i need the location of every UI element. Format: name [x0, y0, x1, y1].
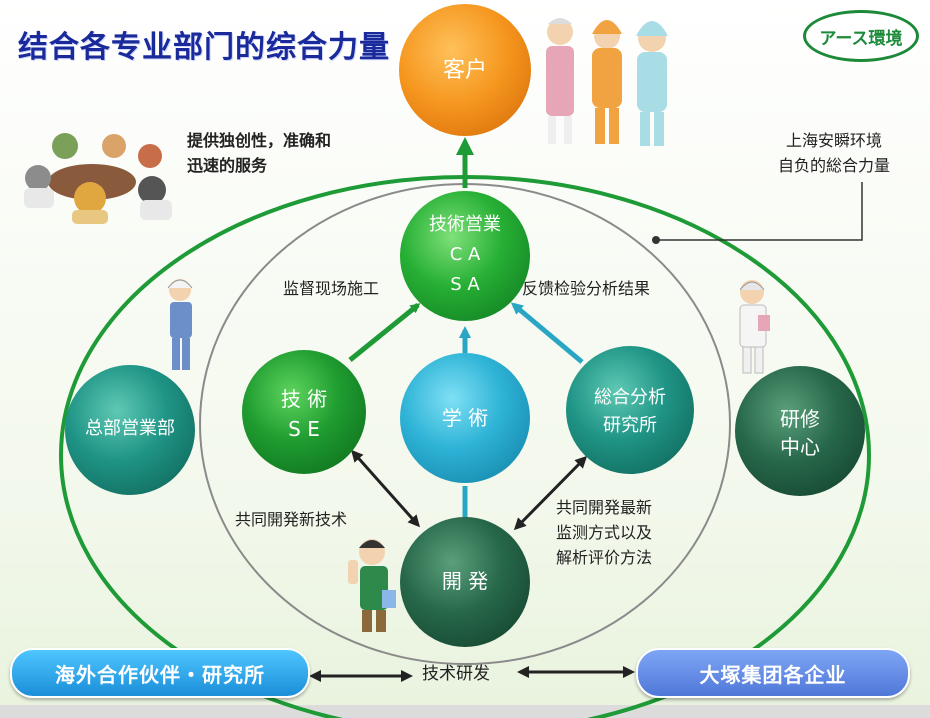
feedback-label: 反馈检验分析结果	[522, 279, 651, 298]
joint-dev-label: 共同開発新技术	[235, 510, 348, 529]
rd-label: 技术研发	[422, 664, 490, 684]
hq-sales-circle	[65, 365, 195, 495]
joint-dev2-line2: 监测方式以及	[556, 523, 653, 542]
worker-figure	[167, 279, 193, 370]
developer-figure	[348, 539, 396, 632]
arrow-analysis-dev	[513, 455, 588, 531]
tech-se-line1: 技 術	[280, 387, 328, 411]
lab-worker-figure	[739, 280, 770, 374]
tech-se-label: 技 術 S E	[244, 384, 364, 444]
page-title: 结合各专业部门的综合力量	[18, 30, 390, 65]
sales-label: 技術営業 C A S A	[405, 210, 525, 300]
tech-se-circle	[242, 350, 366, 474]
sales-label-line2: C A	[449, 244, 481, 265]
overall-note-line2: 自负的総合力量	[778, 156, 891, 175]
tech-se-line2: S E	[288, 417, 320, 441]
sales-label-line1: 技術営業	[429, 214, 501, 235]
arrow-analysis-to-sales	[510, 302, 584, 364]
customer-figures	[546, 18, 668, 146]
joint-dev2-line3: 解析评价方法	[556, 548, 653, 567]
analysis-line2: 研究所	[603, 415, 657, 436]
otsuka-group-label: 大塚集团各企业	[699, 662, 847, 687]
joint-dev2-label: 共同開発最新 监测方式以及 解析评价方法	[556, 495, 652, 570]
bottom-strip	[0, 705, 930, 718]
customer-label: 客户	[442, 58, 487, 83]
service-note-line1: 提供独创性，准确和	[187, 131, 332, 150]
training-label: 研修 中心	[740, 405, 860, 461]
academic-circle	[400, 353, 530, 483]
training-line2: 中心	[780, 435, 820, 459]
hq-sales-label: 总部営業部	[85, 418, 175, 439]
training-circle	[735, 366, 865, 496]
analysis-line1: 総合分析	[594, 387, 666, 408]
analysis-label: 総合分析 研究所	[570, 384, 690, 440]
service-note-line2: 迅速的服务	[187, 156, 268, 175]
meeting-illustration	[24, 133, 172, 224]
overall-note: 上海安瞬环境 自负的総合力量	[778, 128, 890, 178]
arrow-tech-to-sales	[348, 303, 421, 362]
joint-dev2-line1: 共同開発最新	[556, 498, 653, 517]
analysis-circle	[566, 346, 694, 474]
arrow-tech-dev	[351, 449, 420, 528]
academic-label: 学 術	[441, 406, 489, 430]
service-note: 提供独创性，准确和 迅速的服务	[187, 128, 331, 178]
callout-line	[656, 182, 863, 241]
callout-dot	[652, 236, 660, 244]
customer-circle	[399, 4, 531, 136]
development-circle	[400, 517, 530, 647]
overseas-partners-label: 海外合作伙伴・研究所	[55, 662, 265, 687]
logo-text: アース環境	[819, 28, 903, 49]
supervise-label: 监督现场施工	[283, 279, 380, 298]
sales-circle	[400, 191, 530, 321]
overall-note-line1: 上海安瞬环境	[786, 131, 883, 150]
overseas-partners-pill: 海外合作伙伴・研究所	[10, 648, 310, 698]
company-logo: アース環境	[803, 10, 919, 62]
development-label: 開 発	[441, 569, 489, 593]
sales-label-line3: S A	[450, 274, 480, 295]
training-line1: 研修	[780, 407, 820, 431]
otsuka-group-pill: 大塚集团各企业	[636, 648, 910, 698]
